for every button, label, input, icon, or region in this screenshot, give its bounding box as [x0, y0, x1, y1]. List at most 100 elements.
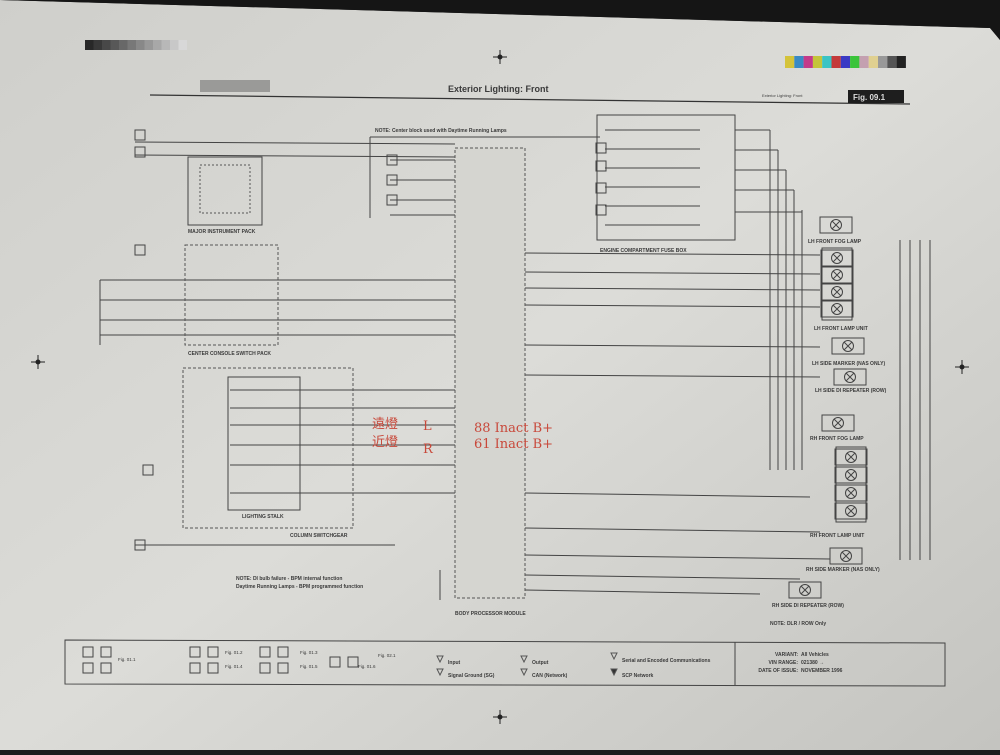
- rh-lamp-unit-bulb-bulb-cross: [846, 470, 856, 480]
- legend-ref-box: [100, 662, 112, 674]
- color-swatch: [896, 56, 906, 68]
- legend-ref-box: [277, 646, 289, 658]
- lh-lamp-unit-bulb-bulb-icon: [831, 252, 843, 264]
- lh-di-repeater-bulb-cross: [845, 372, 855, 382]
- annotation-note-1: 88 Inact B+: [474, 421, 553, 436]
- lh-side-marker-bulb-icon: [842, 340, 854, 352]
- legend-ref-box: [82, 646, 94, 658]
- lh-fog-lamp-bulb-icon: [830, 219, 842, 231]
- color-swatch: [840, 56, 851, 68]
- legend-ref-box: [189, 662, 201, 674]
- wire: [524, 287, 821, 291]
- variant-value: All Vehicles: [801, 652, 829, 658]
- wire: [524, 574, 801, 580]
- legend-ref-text: Fig. 01.3: [300, 650, 318, 655]
- color-swatch: [859, 56, 869, 68]
- legend-ref-text: Fig. 01.5: [300, 664, 318, 669]
- wire: [524, 271, 821, 275]
- lh-lamp-unit-bulb-bulb-cross: [832, 253, 842, 263]
- legend-ref-text: Fig. 01.1: [118, 657, 136, 662]
- connector-icon: [595, 204, 607, 216]
- legend-ref-box: [82, 662, 94, 674]
- color-swatch: [803, 56, 813, 68]
- rh-lamp-unit-bulb-housing: [834, 466, 868, 484]
- lh-lamp-unit-bulb-bulb-icon: [831, 286, 843, 298]
- legend-triangle-icon: [610, 668, 618, 677]
- color-swatch: [868, 56, 878, 68]
- rh-lamp-unit-bulb-bulb-icon: [845, 451, 857, 463]
- lh-lamp-unit-bulb-housing: [820, 266, 854, 284]
- rh-fog-label: RH FRONT FOG LAMP: [810, 436, 864, 442]
- gray-swatch: [93, 40, 102, 50]
- legend-ref-text: Fig. 02.1: [378, 653, 396, 658]
- registration-mark: [959, 364, 965, 370]
- lh-lamp-unit-label: LH FRONT LAMP UNIT: [814, 326, 868, 332]
- annotation-chars-1: 遠燈: [372, 417, 398, 432]
- rh-lamp-unit-bulb-bulb-icon: [845, 487, 857, 499]
- rh-lamp-unit-bulb-bulb-icon: [845, 469, 857, 481]
- legend-ref-text: Fig. 01.2: [225, 650, 243, 655]
- lh-fog-lamp-bulb-cross: [831, 220, 841, 230]
- legend-serial: Serial and Encoded Communications: [622, 658, 711, 664]
- rh-lamp-unit-bulb-bulb-cross: [846, 452, 856, 462]
- body-processor-box: [454, 147, 526, 599]
- gray-swatch: [110, 40, 119, 50]
- lighting-stalk-box: [227, 376, 301, 511]
- color-swatch: [887, 56, 897, 68]
- figure-badge: [848, 90, 904, 103]
- connector-icon: [134, 244, 146, 256]
- rh-side-marker-label: RH SIDE MARKER (NAS ONLY): [806, 567, 880, 573]
- wire: [524, 492, 811, 498]
- wires: [99, 129, 931, 600]
- color-swatch: [831, 56, 841, 68]
- wire: [524, 589, 761, 595]
- fuse-box-label: ENGINE COMPARTMENT FUSE BOX: [600, 248, 687, 254]
- instrument-pack-label: MAJOR INSTRUMENT PACK: [188, 229, 256, 235]
- gray-swatch: [102, 40, 111, 50]
- legend-triangle-icon: [610, 652, 618, 661]
- lh-fog-lamp-housing: [819, 216, 853, 234]
- color-swatch: [812, 56, 823, 68]
- legend-triangle-icon: [520, 655, 528, 664]
- color-calibration-bar: [785, 56, 906, 68]
- rh-lamp-unit-bulb-bulb-cross: [846, 488, 856, 498]
- wire: [134, 141, 456, 145]
- lh-lamp-unit-bulb-bulb-icon: [831, 303, 843, 315]
- lh-lamp-unit-bulb-bulb-icon: [831, 269, 843, 281]
- annotation-left: L: [423, 419, 432, 434]
- console-switch-box: [184, 244, 279, 346]
- annotation-chars-2: 近燈: [372, 435, 398, 450]
- logo-bar: [200, 80, 270, 92]
- lh-lamp-unit-bulb-bulb-cross: [832, 270, 842, 280]
- header-rule: [149, 94, 911, 105]
- annotation-note-2: 61 Inact B+: [474, 437, 553, 452]
- connector-icon: [595, 160, 607, 172]
- annotation-right: R: [423, 442, 434, 457]
- lh-fog-label: LH FRONT FOG LAMP: [808, 239, 862, 245]
- lh-side-marker-bulb-cross: [843, 341, 853, 351]
- color-swatch: [850, 56, 860, 68]
- lh-di-repeater-label: LH SIDE DI REPEATER (ROW): [815, 388, 887, 394]
- rh-side-marker-bulb-cross: [841, 551, 851, 561]
- lh-di-repeater-housing: [833, 368, 867, 386]
- fuse-box: [596, 114, 736, 241]
- body-processor-label: BODY PROCESSOR MODULE: [455, 611, 526, 617]
- connector-icon: [134, 146, 146, 158]
- lh-di-repeater-bulb-icon: [844, 371, 856, 383]
- legend-triangle-icon: [436, 655, 444, 664]
- vin-value: 021380 →: [801, 660, 824, 666]
- console-switch-label: CENTER CONSOLE SWITCH PACK: [188, 351, 271, 357]
- variant-label: VARIANT:: [775, 652, 798, 658]
- wire: [524, 344, 821, 348]
- rh-di-repeater-label: RH SIDE DI REPEATER (ROW): [772, 603, 844, 609]
- legend-ref-box: [207, 646, 219, 658]
- legend-triangle-icon: [520, 668, 528, 677]
- rh-lamp-unit-bulb-bulb-icon: [845, 505, 857, 517]
- gray-swatch: [178, 40, 187, 50]
- legend-ref-box: [259, 662, 271, 674]
- color-swatch: [822, 56, 832, 68]
- figure-number: Fig. 09.1: [853, 93, 886, 102]
- connector-icon: [142, 464, 154, 476]
- note-bottom-1: NOTE: DI bulb failure - BPM internal fun…: [236, 576, 342, 582]
- legend-can: CAN (Network): [532, 673, 568, 679]
